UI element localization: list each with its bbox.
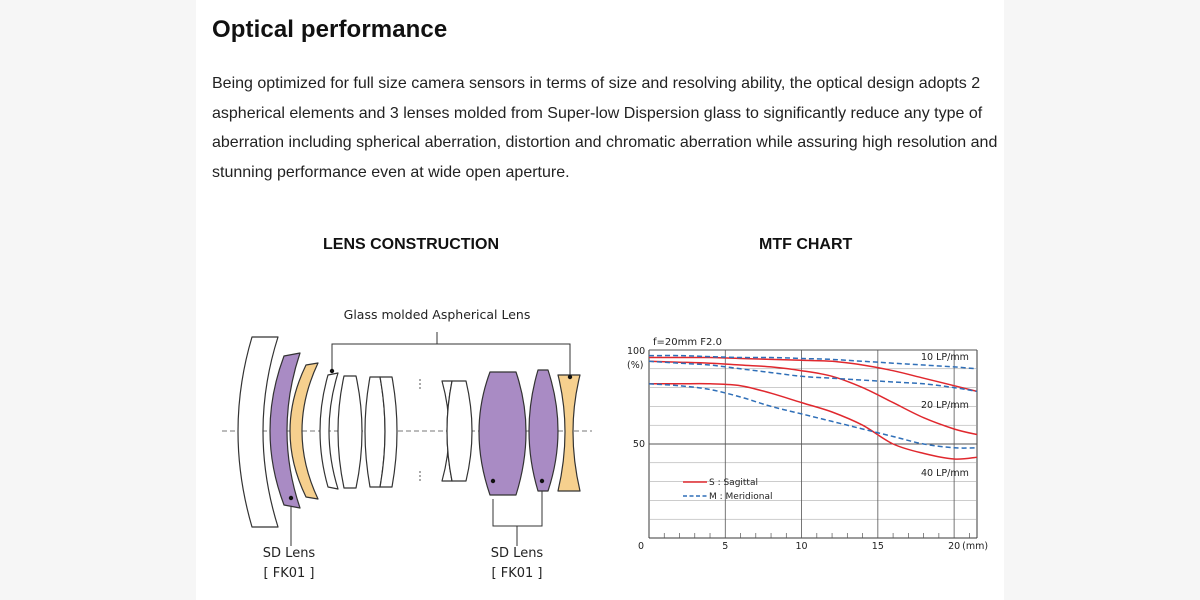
sd-lens-right-name: SD Lens: [491, 546, 544, 561]
mtf-series-40-lp-mm-s: [649, 382, 978, 460]
aspherical-rear-dot: [567, 374, 573, 380]
lens-element-5: [337, 375, 363, 489]
aspherical-element-front: [289, 362, 319, 500]
legend-meridional-label: M : Meridional: [709, 492, 772, 502]
mtf-chart-title: MTF CHART: [759, 236, 853, 253]
sd-lens-left-name: SD Lens: [263, 546, 316, 561]
section-heading: Optical performance: [212, 16, 448, 43]
mtf-tick-labels: 0 5 10 15 20(mm) 50: [633, 439, 988, 552]
lens-construction-diagram: Glass molded Aspherical Lens SD Lens [ F…: [222, 307, 592, 581]
mtf-x-tick-label: 15: [872, 541, 884, 552]
mtf-x-tick-label: 0: [638, 541, 644, 552]
sd-lens-element-rear-1: [478, 371, 527, 496]
sd-lens-rear-2-dot: [539, 478, 545, 484]
mtf-y-unit-bottom: (%): [627, 360, 643, 371]
mtf-y-tick-label: 50: [633, 439, 645, 450]
section-description: Being optimized for full size camera sen…: [212, 75, 998, 181]
mtf-label-40lp: 40 LP/mm: [921, 468, 969, 479]
sd-lens-right-code: [ FK01 ]: [492, 566, 543, 581]
mtf-grid: [648, 349, 978, 539]
mtf-condition: f=20mm F2.0: [653, 337, 722, 348]
lens-element-7: [379, 376, 398, 488]
mtf-x-tick-label: 10: [796, 541, 808, 552]
sd-lens-rear-1-dot: [490, 478, 496, 484]
mtf-x-tick-label: 5: [722, 541, 728, 552]
mtf-y-unit-top: 100: [627, 346, 645, 357]
aspherical-element-rear: [557, 374, 581, 492]
mtf-legend: S : Sagittal M : Meridional: [683, 478, 772, 502]
mtf-x-unit: (mm): [962, 541, 988, 552]
lens-element-1: [237, 336, 279, 528]
aspherical-bracket: [331, 343, 571, 377]
mtf-series-10-lp-mm-m: [648, 354, 978, 370]
lens-element-9: [446, 380, 473, 482]
lens-construction-title: LENS CONSTRUCTION: [323, 236, 499, 253]
mtf-label-20lp: 20 LP/mm: [921, 400, 969, 411]
mtf-series-20-lp-mm-m: [648, 360, 978, 393]
mtf-series-10-lp-mm-s: [649, 356, 978, 393]
sd-lens-left-dot: [288, 495, 294, 501]
mtf-series-lines: [648, 354, 978, 460]
mtf-label-10lp: 10 LP/mm: [921, 352, 969, 363]
mtf-series-40-lp-mm-m: [648, 383, 978, 449]
legend-sagittal-label: S : Sagittal: [709, 478, 758, 488]
sd-lens-element-front: [269, 352, 301, 509]
content-card: [196, 0, 1004, 600]
aspherical-lens-label: Glass molded Aspherical Lens: [344, 307, 531, 322]
mtf-x-tick-label: 20: [948, 541, 960, 552]
sd-lens-element-rear-2: [528, 369, 559, 492]
sd-lens-left-code: [ FK01 ]: [264, 566, 315, 581]
mtf-series-20-lp-mm-s: [648, 360, 978, 436]
mtf-chart: 0 5 10 15 20(mm) 50 f=20mm F2.0 100 (%) 10 LP…: [627, 337, 988, 552]
lens-element-4: [319, 372, 339, 490]
aspherical-front-dot: [329, 368, 335, 374]
